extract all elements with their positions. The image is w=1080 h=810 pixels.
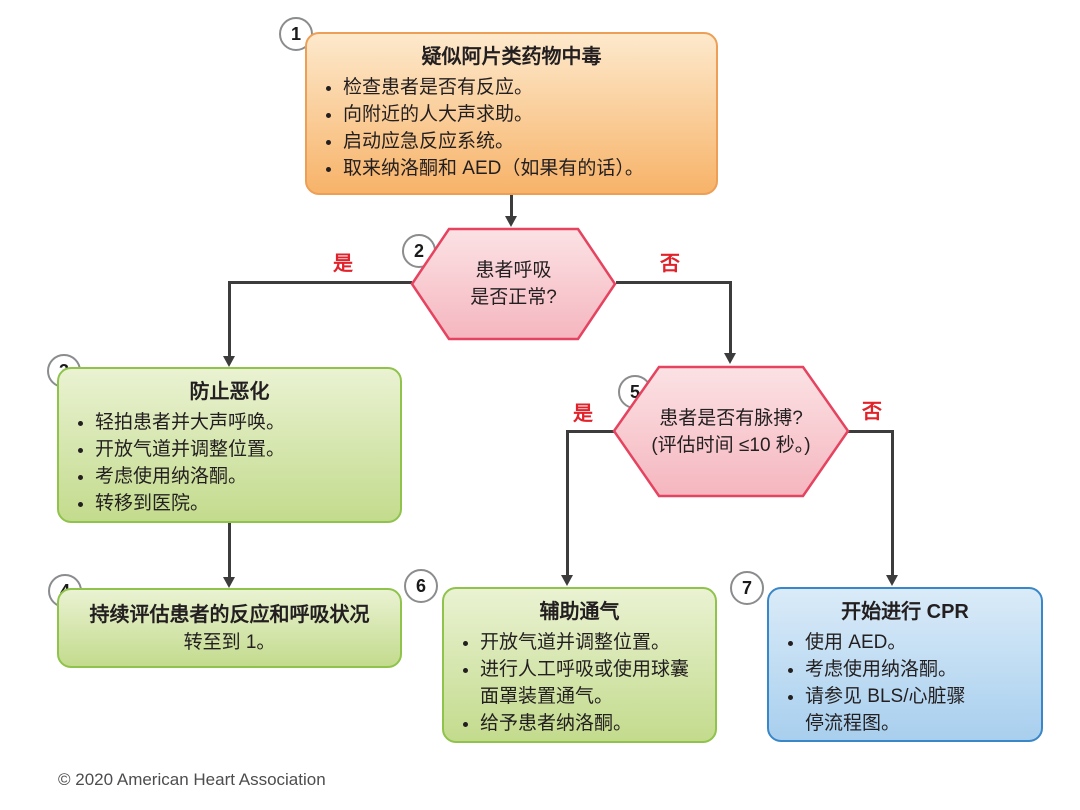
- node-5-line-2: (评估时间 ≤10 秒。): [651, 434, 811, 456]
- step-number-5: 5: [629, 381, 640, 402]
- step-number-1: 1: [290, 23, 301, 44]
- node-4-title: 持续评估患者的反应和呼吸状况: [89, 603, 370, 626]
- node-1-bullet-4: 取来纳洛酮和 AED（如果有的话）。: [343, 155, 706, 182]
- node-4-ongoing-assessment: 持续评估患者的反应和呼吸状况 转至到 1。: [57, 588, 402, 668]
- node-7-bullet-3: 请参见 BLS/心脏骤停流程图。: [805, 683, 983, 737]
- node-5-pulse-decision: 患者是否有脉搏? (评估时间 ≤10 秒。): [612, 365, 850, 498]
- step-number-7: 7: [741, 577, 752, 598]
- hexagon-shape-5: [612, 365, 850, 498]
- node-1-bullet-3: 启动应急反应系统。: [343, 128, 706, 155]
- connector-2-no-horizontal: [616, 281, 732, 284]
- hexagon-shape-2: [410, 227, 617, 341]
- node-3-bullet-4: 转移到医院。: [95, 490, 390, 517]
- node-3-bullets: 轻拍患者并大声呼唤。 开放气道并调整位置。 考虑使用纳洛酮。 转移到医院。: [59, 409, 400, 517]
- connector-5-no-vertical: [891, 430, 894, 576]
- step-badge-2: 2: [402, 234, 436, 268]
- connector-5-yes-horizontal: [566, 430, 614, 433]
- arrowhead-3-to-4: [223, 577, 235, 588]
- edge-label-2-no: 否: [660, 253, 680, 275]
- node-4-subtitle: 转至到 1。: [183, 631, 276, 653]
- node-7-bullet-2: 考虑使用纳洛酮。: [805, 656, 983, 683]
- node-5-line-1: 患者是否有脉搏?: [659, 407, 803, 429]
- node-7-bullets: 使用 AED。 考虑使用纳洛酮。 请参见 BLS/心脏骤停流程图。: [769, 629, 1041, 737]
- node-6-bullet-1: 开放气道并调整位置。: [480, 629, 705, 656]
- step-number-2: 2: [413, 240, 424, 261]
- step-badge-6: 6: [404, 569, 438, 603]
- arrowhead-2-to-3: [223, 356, 235, 367]
- node-3-prevent-deterioration: 防止恶化 轻拍患者并大声呼唤。 开放气道并调整位置。 考虑使用纳洛酮。 转移到医…: [57, 367, 402, 523]
- connector-5-yes-vertical: [566, 430, 569, 576]
- node-7-start-cpr: 开始进行 CPR 使用 AED。 考虑使用纳洛酮。 请参见 BLS/心脏骤停流程…: [767, 587, 1043, 742]
- node-6-bullet-3: 给予患者纳洛酮。: [480, 710, 705, 737]
- edge-label-2-yes: 是: [333, 253, 353, 275]
- node-1-bullets: 检查患者是否有反应。 向附近的人大声求助。 启动应急反应系统。 取来纳洛酮和 A…: [307, 74, 716, 182]
- arrowhead-5-to-6: [561, 575, 573, 586]
- node-2-text: 患者呼吸 是否正常?: [410, 227, 617, 341]
- node-6-assist-ventilation: 辅助通气 开放气道并调整位置。 进行人工呼吸或使用球囊面罩装置通气。 给予患者纳…: [442, 587, 717, 743]
- node-2-line-2: 是否正常?: [470, 287, 557, 308]
- step-badge-1: 1: [279, 17, 313, 51]
- node-3-title: 防止恶化: [189, 381, 270, 403]
- connector-1-to-2: [510, 195, 513, 217]
- step-badge-7: 7: [730, 571, 764, 605]
- connector-5-no-horizontal: [848, 430, 894, 433]
- connector-3-to-4: [228, 523, 231, 578]
- node-1-bullet-2: 向附近的人大声求助。: [343, 101, 706, 128]
- node-6-bullets: 开放气道并调整位置。 进行人工呼吸或使用球囊面罩装置通气。 给予患者纳洛酮。: [444, 629, 715, 737]
- node-2-breathing-decision: 患者呼吸 是否正常?: [410, 227, 617, 341]
- arrowhead-1-to-2: [505, 216, 517, 227]
- node-3-bullet-3: 考虑使用纳洛酮。: [95, 463, 390, 490]
- node-7-title: 开始进行 CPR: [841, 601, 969, 623]
- node-7-bullet-1: 使用 AED。: [805, 629, 983, 656]
- step-number-6: 6: [415, 575, 426, 596]
- edge-label-5-yes: 是: [573, 403, 593, 425]
- node-3-bullet-2: 开放气道并调整位置。: [95, 436, 390, 463]
- node-1-title: 疑似阿片类药物中毒: [421, 46, 602, 68]
- node-6-bullet-2: 进行人工呼吸或使用球囊面罩装置通气。: [480, 656, 705, 710]
- node-1-bullet-1: 检查患者是否有反应。: [343, 74, 706, 101]
- node-2-line-1: 患者呼吸: [475, 260, 552, 281]
- node-5-text: 患者是否有脉搏? (评估时间 ≤10 秒。): [612, 365, 850, 498]
- connector-2-yes-vertical: [228, 281, 231, 357]
- edge-label-5-no: 否: [862, 401, 882, 423]
- node-6-title: 辅助通气: [539, 601, 620, 623]
- arrowhead-2-to-5: [724, 353, 736, 364]
- connector-2-no-vertical: [729, 281, 732, 354]
- node-3-bullet-1: 轻拍患者并大声呼唤。: [95, 409, 390, 436]
- copyright-text: © 2020 American Heart Association: [58, 770, 326, 789]
- connector-2-yes-horizontal: [228, 281, 412, 284]
- arrowhead-5-to-7: [886, 575, 898, 586]
- node-1-suspected-opioid-poisoning: 疑似阿片类药物中毒 检查患者是否有反应。 向附近的人大声求助。 启动应急反应系统…: [305, 32, 718, 195]
